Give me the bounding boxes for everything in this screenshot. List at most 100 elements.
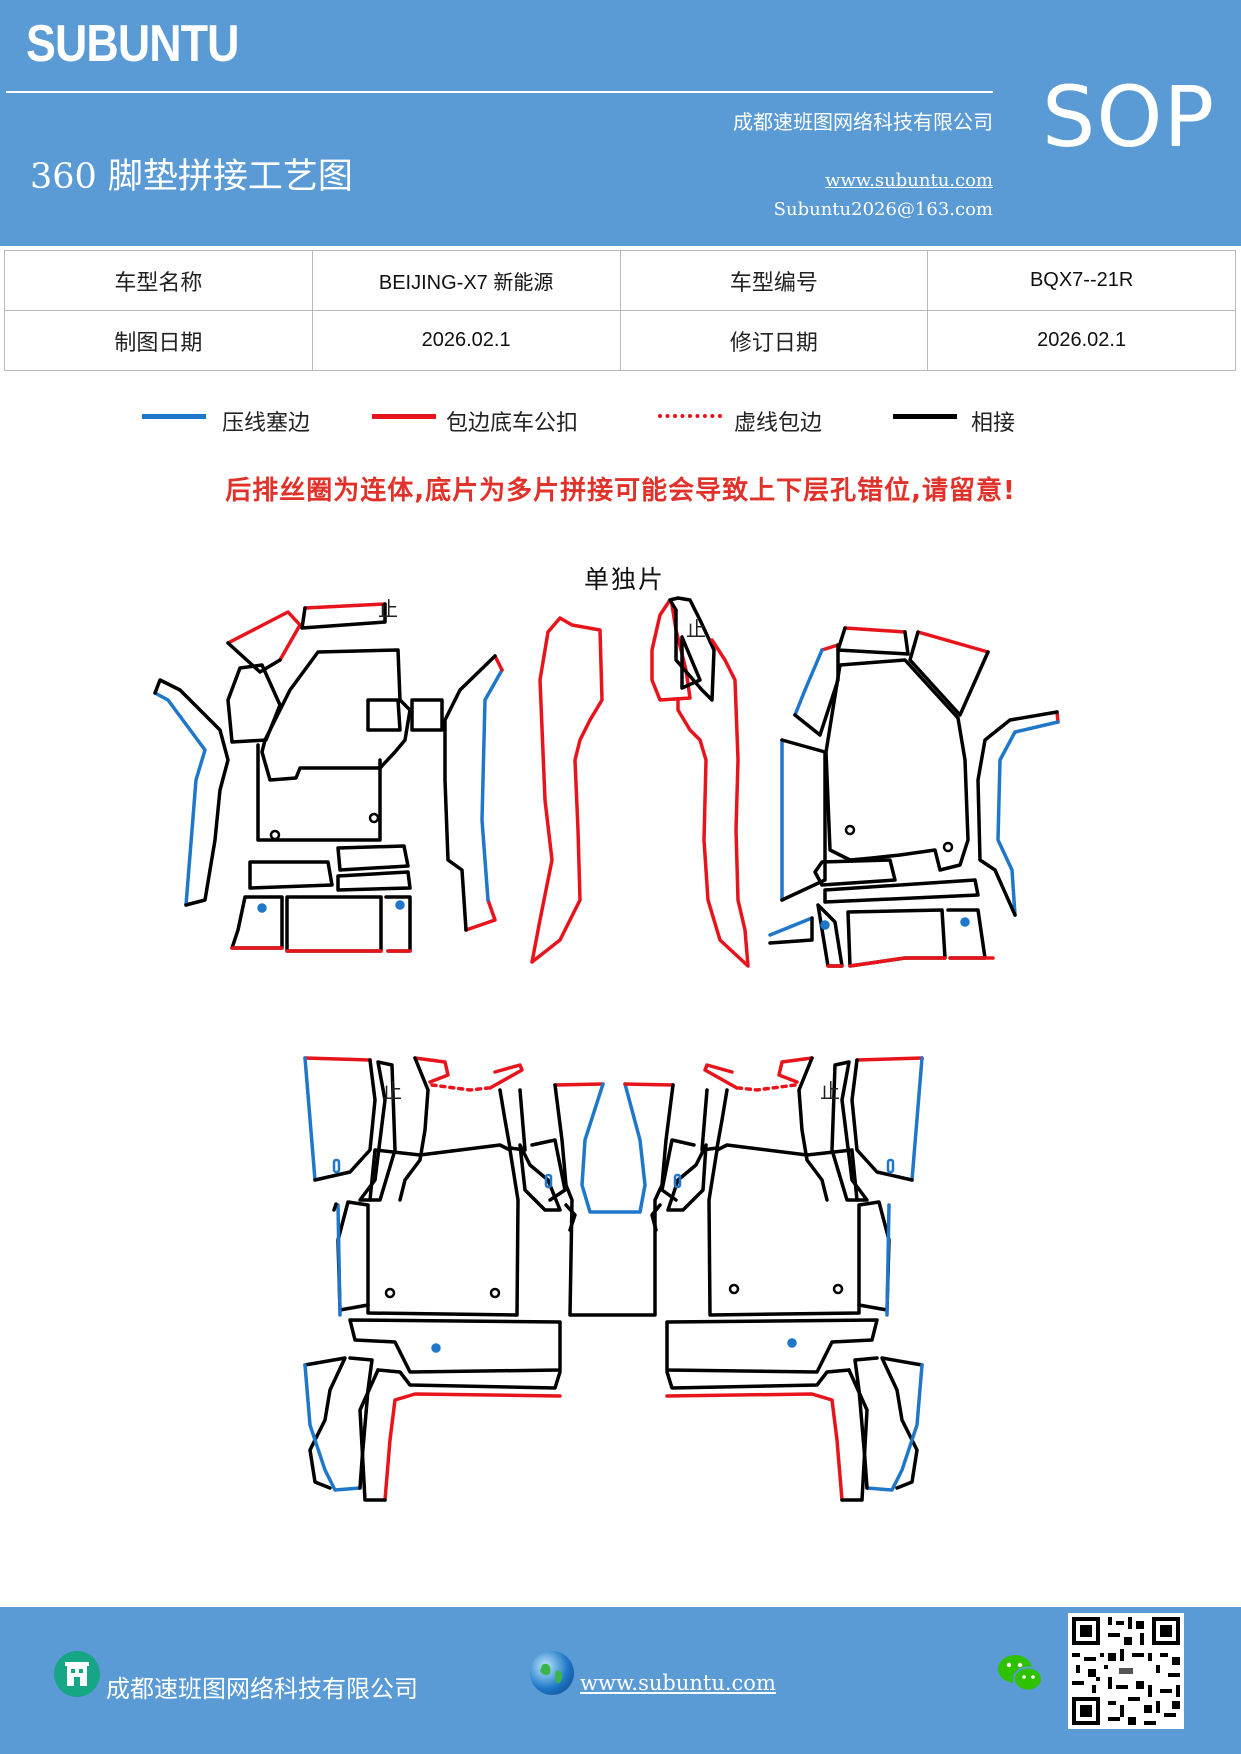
mat-piece xyxy=(996,720,1060,917)
mat-piece xyxy=(336,1200,370,1312)
mat-piece xyxy=(816,903,844,968)
mat-piece xyxy=(623,1082,675,1087)
mat-hole xyxy=(431,1343,441,1353)
model-name-value: BEIJING-X7 新能源 xyxy=(311,250,621,311)
mat-piece xyxy=(518,1143,562,1212)
mat-hole xyxy=(489,1287,501,1299)
mat-clip xyxy=(673,1173,682,1189)
stop-mark: 止 xyxy=(820,1079,840,1103)
mat-piece xyxy=(336,1203,342,1317)
mat-piece xyxy=(285,895,383,953)
mat-piece xyxy=(256,743,382,842)
mat-piece xyxy=(248,860,334,890)
bottom-right-mat-group xyxy=(665,1056,924,1502)
mat-piece xyxy=(376,1368,562,1390)
mat-piece xyxy=(580,1082,647,1214)
legend-label: 虚线包边 xyxy=(734,411,823,436)
model-code-label: 车型编号 xyxy=(619,250,929,311)
qr-code[interactable] xyxy=(1068,1613,1184,1729)
page-header: SUBUNTU 成都速班图网络科技有限公司 360 脚垫拼接工艺图 www.su… xyxy=(0,0,1241,246)
email-address: Subuntu2026@163.com xyxy=(773,199,993,220)
mat-piece xyxy=(226,610,302,662)
mat-piece xyxy=(660,1138,696,1202)
warning-note: 后排丝圈为连体,底片为多片拼接可能会导致上下层孔错位,请留意! xyxy=(225,476,1016,506)
table-row: 制图日期 2026.02.1 修订日期 2026.02.1 xyxy=(4,310,1236,371)
mat-piece xyxy=(680,635,702,690)
mat-piece xyxy=(840,1368,869,1502)
footer-website-link[interactable]: www.subuntu.com xyxy=(580,1671,776,1695)
mat-hole xyxy=(960,917,970,927)
mat-piece xyxy=(366,1143,520,1317)
mat-piece xyxy=(303,1056,317,1182)
legend-swatch-black xyxy=(893,414,957,419)
brand-logo: SUBUNTU xyxy=(26,15,239,73)
mat-piece xyxy=(464,898,497,932)
single-piece-group xyxy=(530,596,750,968)
mat-piece xyxy=(668,596,716,702)
mat-hole xyxy=(844,824,856,836)
model-code-value: BQX7--21R xyxy=(927,250,1236,311)
header-divider xyxy=(6,91,993,93)
mat-piece xyxy=(768,916,814,937)
mat-piece xyxy=(366,698,402,732)
wechat-icon[interactable] xyxy=(996,1651,1044,1695)
revise-date-label: 修订日期 xyxy=(619,310,929,371)
sop-badge: SOP xyxy=(1042,68,1216,166)
mat-piece xyxy=(480,668,504,902)
mat-piece xyxy=(313,1058,377,1182)
mat-piece xyxy=(303,1363,362,1492)
mat-hole xyxy=(269,829,281,841)
website-link[interactable]: www.subuntu.com xyxy=(825,170,993,191)
mat-piece xyxy=(553,1083,675,1317)
mat-piece xyxy=(303,602,387,610)
mat-piece xyxy=(398,1056,430,1202)
mat-hole xyxy=(942,841,954,853)
mat-piece xyxy=(230,895,284,950)
mat-hole xyxy=(395,900,405,910)
mat-piece xyxy=(793,643,840,737)
mat-piece xyxy=(916,630,990,654)
mat-piece xyxy=(300,602,387,630)
mat-piece xyxy=(336,844,410,872)
legend-label: 压线塞边 xyxy=(222,411,311,436)
mat-piece xyxy=(857,1200,891,1312)
mat-piece xyxy=(410,698,444,732)
mat-piece xyxy=(153,678,230,907)
mat-piece xyxy=(665,1392,844,1502)
mat-piece xyxy=(358,1368,387,1502)
mat-piece xyxy=(650,1203,662,1232)
mat-piece xyxy=(530,616,604,964)
mat-piece xyxy=(793,648,824,717)
mat-piece xyxy=(498,1088,527,1152)
mat-piece xyxy=(383,1392,562,1502)
mat-piece xyxy=(880,1356,924,1490)
mat-hole xyxy=(820,920,830,930)
mat-piece xyxy=(824,658,970,872)
mat-piece xyxy=(946,908,987,960)
mat-hole xyxy=(728,1283,740,1295)
mat-piece xyxy=(650,598,692,702)
mat-piece xyxy=(855,1056,924,1062)
table-row: 车型名称 BEIJING-X7 新能源 车型编号 BQX7--21R xyxy=(4,250,1236,311)
building-icon xyxy=(54,1651,100,1697)
mat-piece xyxy=(332,1202,338,1212)
mat-hole xyxy=(384,1287,396,1299)
mat-piece xyxy=(530,1138,567,1202)
mat-piece xyxy=(665,1318,879,1374)
mat-piece xyxy=(348,1318,562,1374)
mat-piece xyxy=(737,1083,797,1092)
legend-swatch-red-dotted xyxy=(658,414,722,418)
legend-label: 相接 xyxy=(971,411,1016,436)
mat-piece xyxy=(336,870,412,892)
mat-piece xyxy=(908,630,990,717)
mat-piece xyxy=(303,1356,347,1490)
top-right-mat-group xyxy=(768,626,1060,968)
mat-piece xyxy=(564,1203,577,1232)
mat-piece xyxy=(303,1056,372,1062)
bottom-center-mat-group xyxy=(518,1082,708,1317)
mat-piece xyxy=(768,916,814,945)
bottom-left-mat-group xyxy=(303,1056,562,1502)
mat-piece xyxy=(553,1082,605,1087)
mat-hole xyxy=(368,812,380,824)
mat-hole xyxy=(832,1283,844,1295)
